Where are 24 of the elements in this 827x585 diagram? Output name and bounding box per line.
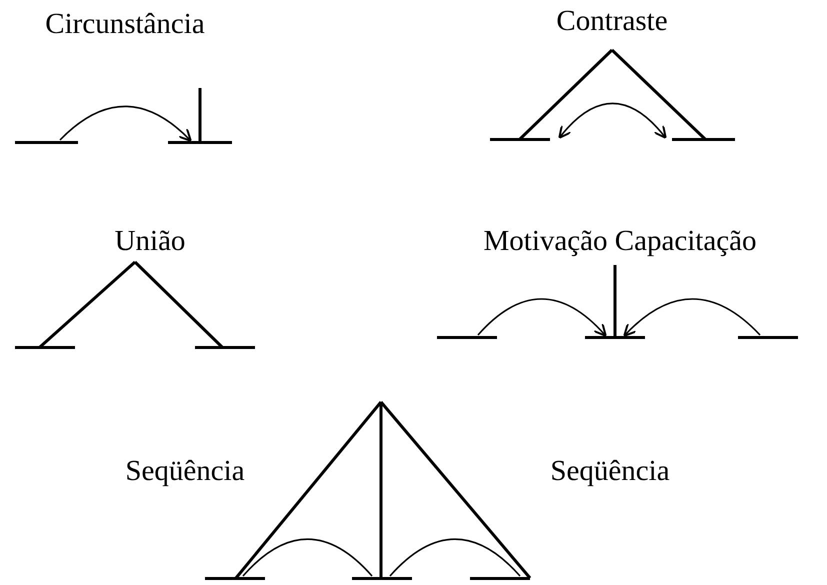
schema-name: Circunstância [45, 8, 205, 40]
curved-line [389, 538, 521, 577]
schema-name: União [114, 225, 186, 257]
schema-name: Contraste [556, 5, 668, 37]
span-bar [738, 336, 798, 339]
span-bar [15, 346, 75, 349]
span-bar [470, 577, 530, 580]
span-bar [352, 577, 412, 580]
span-bar [168, 141, 232, 144]
curved-arrow [623, 298, 761, 337]
span-bar [205, 577, 265, 580]
span-bar [490, 138, 550, 141]
schema-name: Seqüência [550, 455, 670, 487]
span-bar [437, 336, 497, 339]
curved-arrow [558, 102, 667, 139]
span-bar [15, 141, 78, 144]
span-bar [195, 346, 255, 349]
span-bar [585, 336, 645, 339]
curved-arrow [477, 298, 607, 337]
curved-arrow [59, 106, 192, 142]
span-bar [672, 138, 735, 141]
schema-name: Seqüência [125, 455, 245, 487]
schema-name: Motivação Capacitação [484, 225, 756, 257]
curved-line [242, 538, 373, 577]
